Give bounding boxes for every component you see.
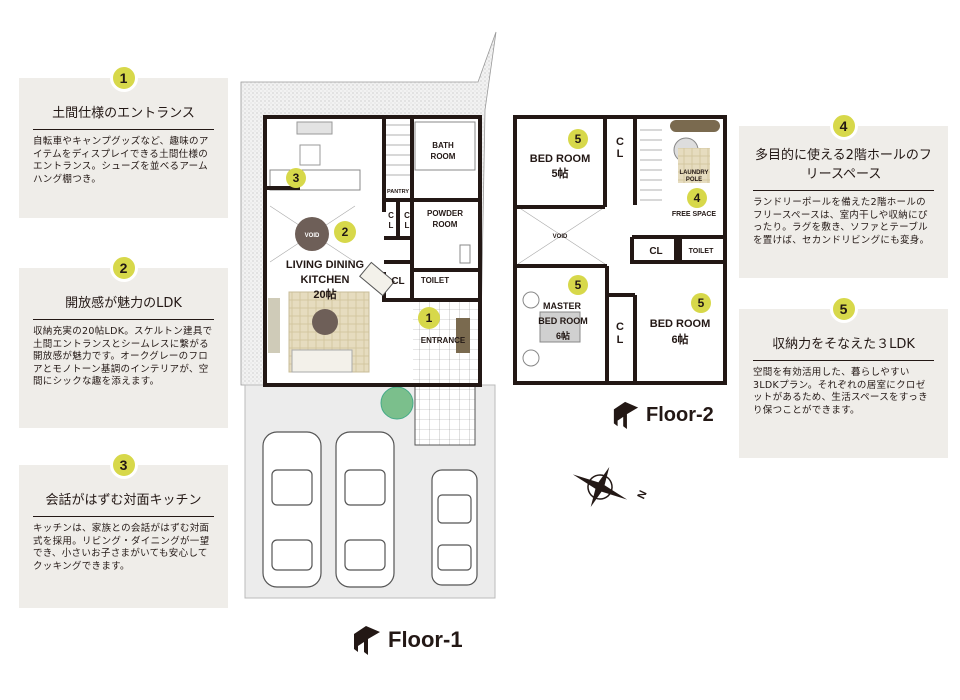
marker-5: 5 <box>575 278 582 292</box>
compass-icon <box>572 467 628 507</box>
room-label-ldk-size: 20帖 <box>313 287 336 301</box>
house-cube-icon <box>613 401 639 429</box>
room-label-pantry: PANTRY <box>387 189 409 195</box>
feature-card-5: 5 収納力をそなえた３LDK 空間を有効活用した、暮らしやすい3LDKプラン。そ… <box>739 295 948 458</box>
parked-car <box>262 431 478 588</box>
marker-3: 3 <box>293 171 300 185</box>
room-label-closet: L <box>405 221 410 230</box>
room-label-laundry: LAUNDRY <box>679 170 708 176</box>
compass-north-label: N <box>635 489 649 501</box>
room-label-bath: ROOM <box>431 152 456 161</box>
floor1-title: Floor-1 <box>352 624 463 656</box>
void-label: VOID <box>553 234 568 240</box>
room-label-closet: L <box>617 148 624 160</box>
card-body: 自転車やキャンプグッズなど、趣味のアイテムをディスプレイできる土間仕様のエントラ… <box>33 136 209 185</box>
room-label-closet: C <box>616 136 624 148</box>
room-label-ldk: LIVING DINING <box>286 259 364 271</box>
room-label-bedroom: BED ROOM <box>530 153 591 165</box>
room-label-closet: C <box>616 321 624 333</box>
marker-badge: 2 <box>109 254 138 282</box>
marker-2: 2 <box>342 225 349 239</box>
card-title: 多目的に使える2階ホールのフリースペース <box>753 146 934 191</box>
marker-badge: 3 <box>109 451 138 479</box>
marker-4: 4 <box>694 191 701 205</box>
card-title: 会話がはずむ対面キッチン <box>33 491 214 517</box>
feature-card-2: 2 開放感が魅力のLDK 収納充実の20帖LDK。スケルトン建具で土間エントラン… <box>19 254 228 428</box>
room-label-toilet: TOILET <box>689 248 714 255</box>
room-label-toilet: TOILET <box>421 276 449 285</box>
house-cube-icon <box>354 626 380 655</box>
room-label-entrance: ENTRANCE <box>421 336 466 345</box>
room-label-powder: POWDER <box>427 209 463 218</box>
room-label-master-size: 6帖 <box>556 330 570 341</box>
room-label-free-space: FREE SPACE <box>672 211 717 218</box>
feature-card-3: 3 会話がはずむ対面キッチン キッチンは、家族との会話がはずむ対面式を採用。リビ… <box>19 451 228 608</box>
room-label-bedroom-size: 5帖 <box>551 166 568 180</box>
floor1-plan: BATH ROOM PANTRY C L C L POWDER ROOM VOI… <box>240 31 497 599</box>
card-title: 土間仕様のエントランス <box>33 104 214 130</box>
marker-5: 5 <box>698 296 705 310</box>
room-label-master: MASTER <box>543 301 582 311</box>
room-label-bedroom-size: 6帖 <box>671 332 688 346</box>
feature-card-1: 1 土間仕様のエントランス 自転車やキャンプグッズなど、趣味のアイテムをディスプ… <box>19 64 228 218</box>
room-label-powder: ROOM <box>433 220 458 229</box>
room-label-closet: CL <box>391 276 404 287</box>
marker-badge: 1 <box>109 64 138 92</box>
card-title: 開放感が魅力のLDK <box>33 294 214 320</box>
room-label-bedroom: BED ROOM <box>650 318 711 330</box>
feature-card-4: 4 多目的に使える2階ホールのフリースペース ランドリーポールを備えた2階ホール… <box>739 112 948 278</box>
floor2-label: Floor-2 <box>646 403 714 426</box>
card-title: 収納力をそなえた３LDK <box>753 335 934 361</box>
card-body: 空間を有効活用した、暮らしやすい3LDKプラン。それぞれの居室にクロゼットがある… <box>753 367 928 416</box>
void-label: VOID <box>305 233 320 239</box>
marker-badge: 4 <box>829 112 858 140</box>
room-label-closet: L <box>617 334 624 346</box>
marker-1: 1 <box>426 311 433 325</box>
tree-icon <box>380 386 414 420</box>
room-label-closet: L <box>389 221 394 230</box>
floor2-plan: 5 4 5 5 BED ROOM 5帖 C L LAUNDRY POLE FRE… <box>513 115 727 385</box>
floor2-title: Floor-2 <box>612 400 714 430</box>
room-label-closet: C <box>388 211 394 220</box>
card-body: ランドリーポールを備えた2階ホールのフリースペースは、室内干しや収納にぴったり。… <box>753 197 930 246</box>
room-label-laundry: POLE <box>686 177 702 183</box>
room-label-master: BED ROOM <box>538 316 588 326</box>
room-label-ldk: KITCHEN <box>301 274 350 286</box>
floor1-label: Floor-1 <box>388 627 463 652</box>
marker-badge: 5 <box>829 295 858 323</box>
card-body: キッチンは、家族との会話がはずむ対面式を採用。リビング・ダイニングが一望でき、小… <box>33 523 210 572</box>
room-label-closet: CL <box>649 246 662 257</box>
room-label-bath: BATH <box>432 141 454 150</box>
marker-5: 5 <box>575 132 582 146</box>
card-body: 収納充実の20帖LDK。スケルトン建具で土間エントランスとシームレスに繋がる開放… <box>33 326 213 387</box>
room-label-closet: C <box>404 211 410 220</box>
